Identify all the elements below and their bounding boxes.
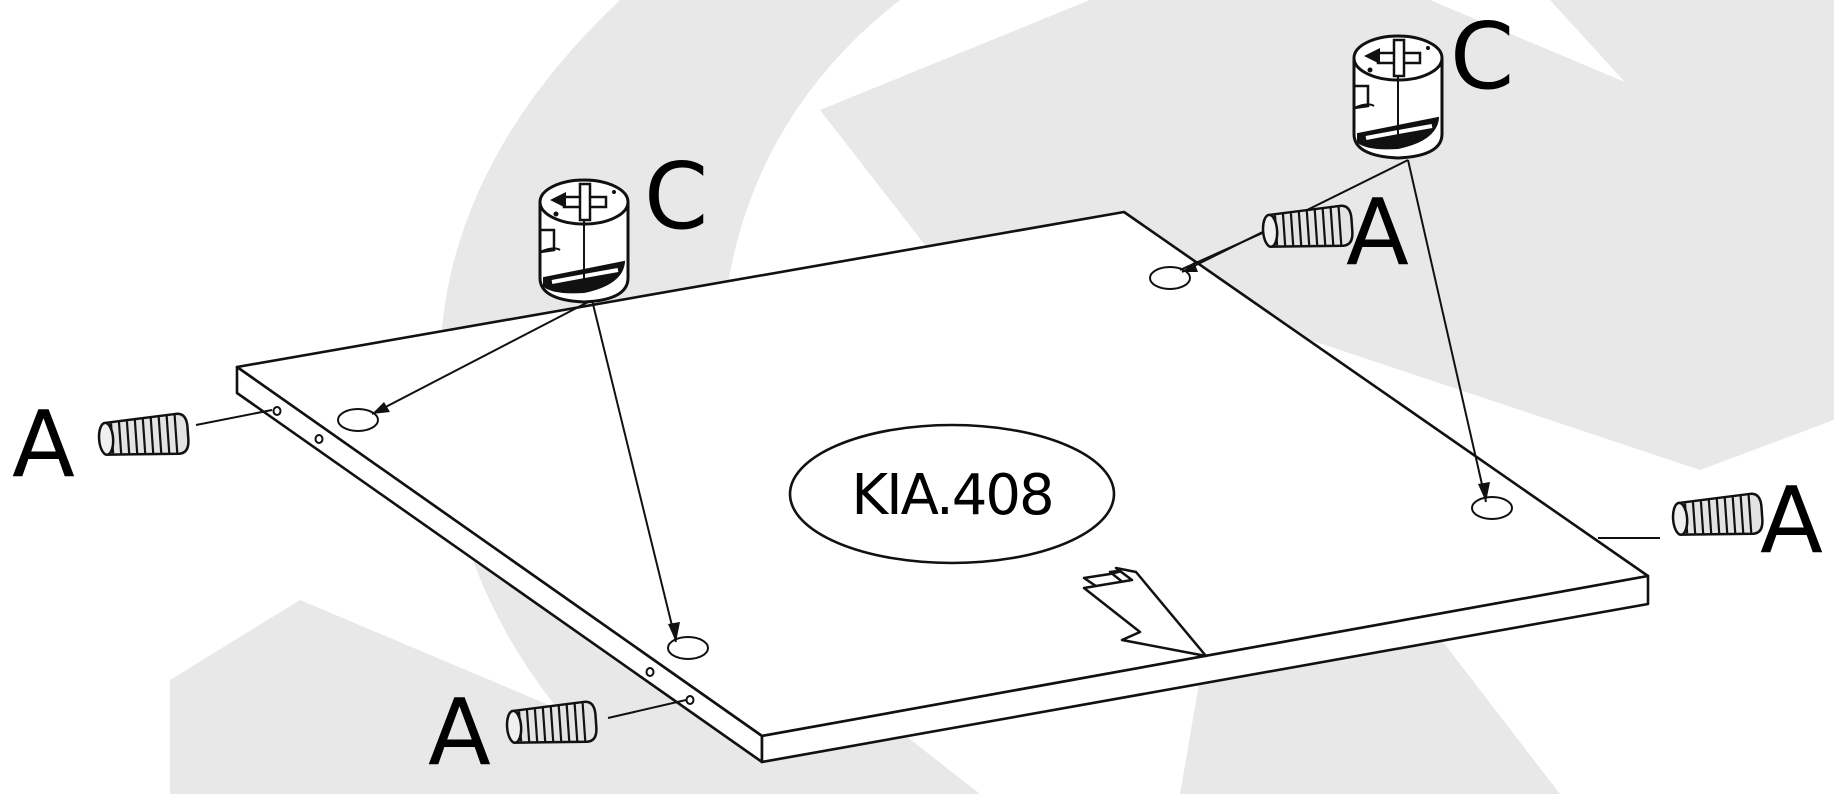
- cam-holes: [337, 266, 1513, 660]
- dowel-left-top: [96, 411, 191, 461]
- label-c-right: C: [1450, 3, 1514, 110]
- label-a-top: A: [1346, 179, 1409, 286]
- label-a-left-bottom: A: [428, 679, 491, 786]
- label-a-left-top: A: [12, 391, 75, 498]
- cam-lock-right: [1352, 34, 1444, 160]
- label-a-right: A: [1760, 467, 1823, 574]
- label-c-left: C: [644, 143, 708, 250]
- leader-arrowheads: [372, 262, 1490, 642]
- part-code: KIA.408: [851, 463, 1052, 528]
- insertion-arrow-outline: [1082, 566, 1208, 658]
- dowel-right: [1670, 491, 1765, 541]
- cam-lock-left: [538, 178, 630, 304]
- part-code-badge: KIA.408: [788, 423, 1116, 565]
- edge-holes: [272, 406, 695, 705]
